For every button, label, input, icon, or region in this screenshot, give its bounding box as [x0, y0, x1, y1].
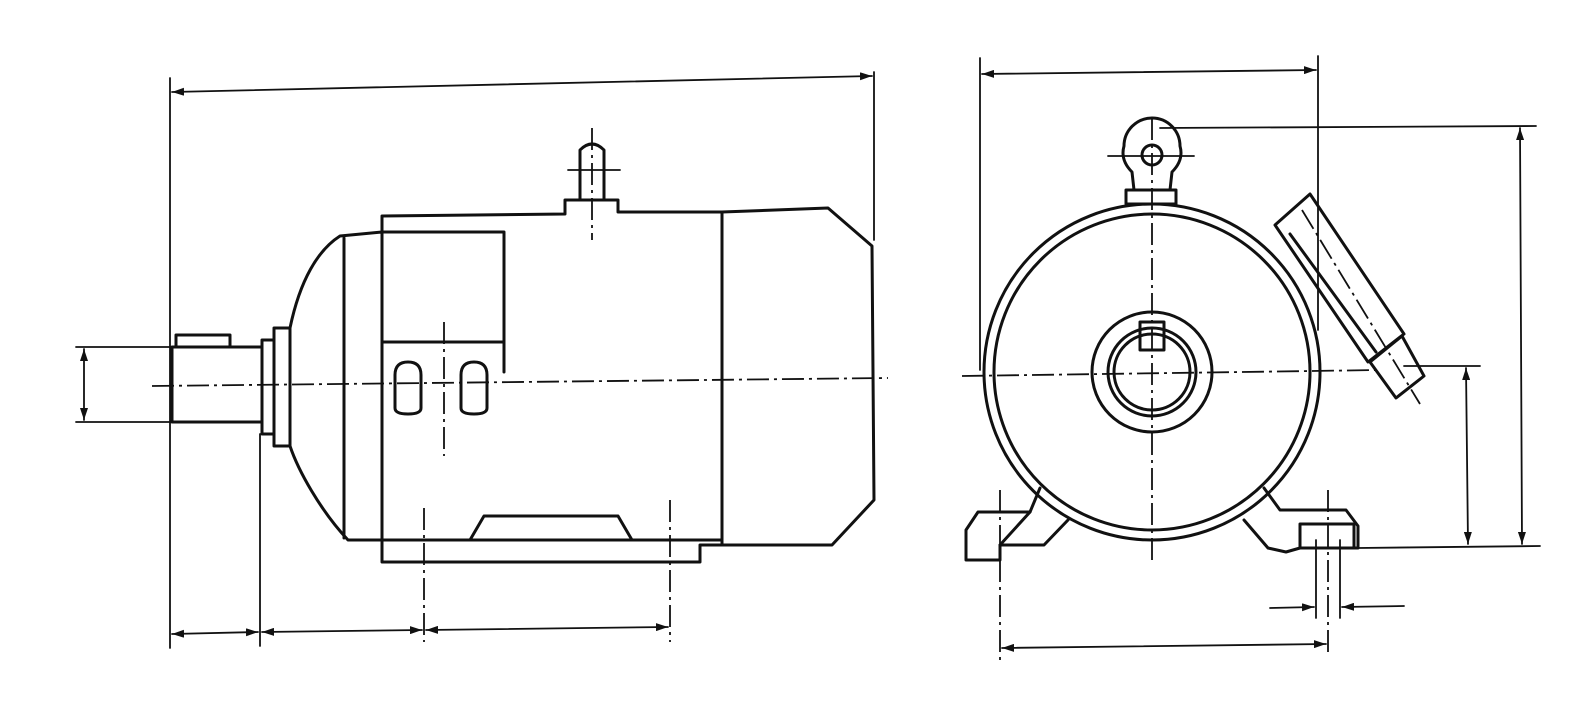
front-end-shield	[288, 230, 384, 542]
end-view	[961, 55, 1541, 662]
foot-left	[964, 486, 1070, 562]
bolt-hole-dimension	[1269, 539, 1405, 619]
mounting-dimensions-side	[171, 433, 671, 647]
bearing-flange	[260, 326, 292, 448]
foot-right	[1242, 486, 1360, 554]
lifting-eye-end	[1107, 116, 1195, 206]
height-dimensions	[1159, 125, 1541, 549]
housing-foot	[380, 514, 702, 542]
width-dimension	[979, 55, 1319, 371]
fan-cover	[720, 206, 876, 547]
shaft	[170, 333, 264, 424]
terminal-box-end	[1273, 192, 1426, 400]
shaft-diameter-dimension	[75, 346, 173, 423]
terminal-box	[380, 230, 506, 416]
shaft-centerline	[151, 377, 889, 387]
side-view	[75, 71, 889, 649]
lifting-eye-side	[567, 142, 621, 202]
overall-length-dimension	[169, 71, 875, 649]
foot-spacing-dimension	[1001, 640, 1327, 652]
